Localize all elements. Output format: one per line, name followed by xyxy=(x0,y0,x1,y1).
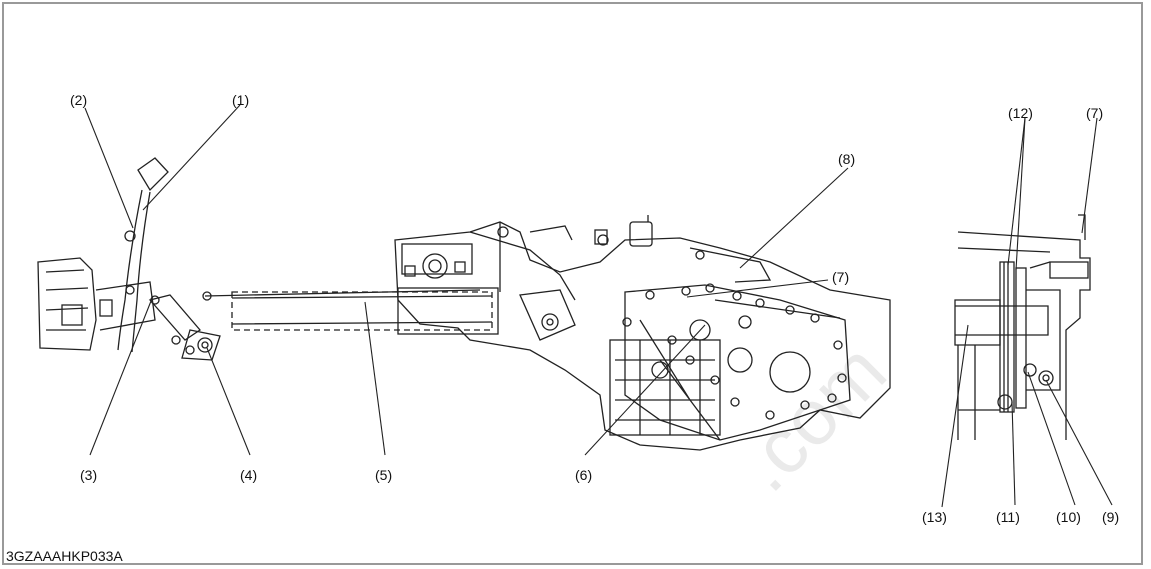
housing-bolts xyxy=(622,283,847,420)
leader-lines xyxy=(84,104,1113,508)
callout-6: (6) xyxy=(575,467,593,483)
callout-13: (13) xyxy=(922,509,947,525)
callout-4: (4) xyxy=(240,467,258,483)
callout-9: (9) xyxy=(1102,509,1120,525)
callout-7-housing: (7) xyxy=(832,269,850,285)
figure-part-code: 3GZAAAHKP033A xyxy=(6,548,123,564)
callout-3: (3) xyxy=(80,467,98,483)
connecting-rod xyxy=(202,287,499,335)
callout-11: (11) xyxy=(996,509,1020,525)
callout-5: (5) xyxy=(375,467,393,483)
callout-10: (10) xyxy=(1056,509,1081,525)
callout-1: (1) xyxy=(232,92,250,108)
callout-2: (2) xyxy=(70,92,88,108)
pedal-lever-assembly xyxy=(37,157,221,361)
callout-8: (8) xyxy=(838,151,856,167)
cross-section-detail xyxy=(954,214,1091,440)
callout-12: (12) xyxy=(1008,105,1033,121)
callout-7-detail: (7) xyxy=(1086,105,1104,121)
transmission-housing xyxy=(394,215,891,451)
